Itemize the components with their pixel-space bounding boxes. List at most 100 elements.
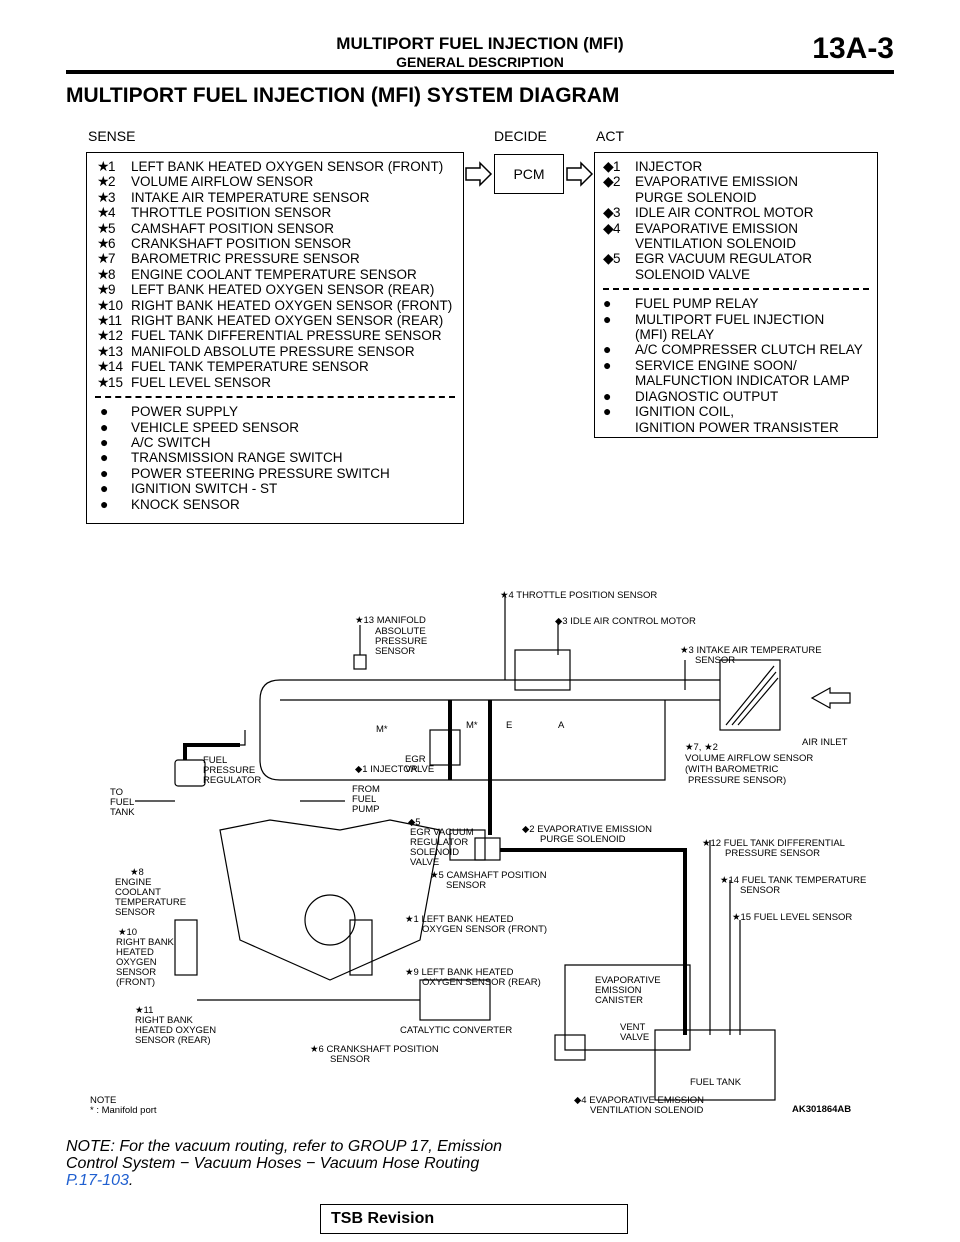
star-icon: ★ <box>97 281 110 298</box>
item-number: 3 <box>613 205 621 221</box>
label-vent-1: VENT <box>620 1022 646 1033</box>
item-label: VOLUME AIRFLOW SENSOR <box>131 174 314 190</box>
air-inlet-arrow <box>810 686 851 710</box>
label-rbf-5: SENSOR <box>116 967 156 978</box>
label-lbf-2: OXYGEN SENSOR (FRONT) <box>422 924 547 935</box>
diamond-icon: ◆ <box>603 204 614 221</box>
bullet-icon: ● <box>100 464 109 481</box>
label-egr-valve-1: EGR <box>405 754 426 765</box>
star-icon: ★ <box>97 219 110 236</box>
air-cleaner <box>719 659 781 731</box>
item-label: INTAKE AIR TEMPERATURE SENSOR <box>131 189 370 205</box>
label-ftt-1: ★14 FUEL TANK TEMPERATURE <box>720 875 866 886</box>
label-egr-sol-5: VALVE <box>410 857 439 868</box>
upper-plenum <box>259 679 666 781</box>
list-item: ●MULTIPORT FUEL INJECTION (MFI) RELAY <box>595 311 877 343</box>
label-rbf-4: OXYGEN <box>116 957 157 968</box>
diamond-icon: ◆ <box>603 158 614 174</box>
list-item: ●TRANSMISSION RANGE SWITCH <box>87 449 463 466</box>
star-icon: ★ <box>97 158 110 174</box>
label-purge-2: PURGE SOLENOID <box>540 834 626 845</box>
item-label: A/C SWITCH <box>131 434 211 450</box>
label-rbf-3: HEATED <box>116 947 154 958</box>
diamond-icon: ◆ <box>603 173 614 190</box>
label-lbf-1: ★1 LEFT BANK HEATED <box>405 914 514 925</box>
label-vaf-2: VOLUME AIRFLOW SENSOR <box>685 753 813 764</box>
item-label: FUEL TANK TEMPERATURE SENSOR <box>131 359 369 375</box>
item-number: 8 <box>108 266 116 282</box>
left-bank-exhaust-front <box>349 919 373 976</box>
item-number: 5 <box>613 251 621 267</box>
label-vaf-1: ★7, ★2 <box>685 742 718 753</box>
item-label: FUEL LEVEL SENSOR <box>131 374 272 390</box>
label-ckp-2: SENSOR <box>330 1054 370 1065</box>
item-label: VEHICLE SPEED SENSOR <box>131 419 300 435</box>
list-item: ●IGNITION COIL, IGNITION POWER TRANSISTE… <box>595 403 877 435</box>
label-to-tank-1: TO <box>110 787 123 798</box>
label-vent-sol-2: VENTILATION SOLENOID <box>590 1105 703 1116</box>
sense-to-pcm-arrow <box>465 161 493 187</box>
label-iat-2: SENSOR <box>695 655 735 666</box>
label-vent-sol-1: ◆4 EVAPORATIVE EMISSION <box>574 1095 704 1106</box>
item-label: MANIFOLD ABSOLUTE PRESSURE SENSOR <box>131 343 415 359</box>
act-header: ACT <box>596 128 624 144</box>
item-number: 4 <box>108 205 116 221</box>
item-label: SERVICE ENGINE SOON/ MALFUNCTION INDICAT… <box>635 357 850 389</box>
bullet-icon: ● <box>100 449 109 466</box>
act-divider <box>603 288 869 291</box>
item-number: 11 <box>108 313 123 329</box>
bullet-icon: ● <box>603 341 612 358</box>
label-rbr-3: HEATED OXYGEN <box>135 1025 216 1036</box>
crankshaft-pulley <box>304 894 356 946</box>
label-egr-sol-4: SOLENOID <box>410 847 459 858</box>
label-cmp-1: ★5 CAMSHAFT POSITION <box>430 870 547 881</box>
label-rbr-4: SENSOR (REAR) <box>135 1035 210 1046</box>
list-item: ●A/C COMPRESSER CLUTCH RELAY <box>595 341 877 358</box>
header-title: MULTIPORT FUEL INJECTION (MFI) <box>336 34 624 53</box>
item-number: 4 <box>613 220 621 236</box>
item-number: 3 <box>108 189 116 205</box>
item-label: INJECTOR <box>635 159 703 174</box>
page-number: 13A-3 <box>812 32 894 65</box>
label-ect-5: SENSOR <box>115 907 155 918</box>
label-purge-1: ◆2 EVAPORATIVE EMISSION <box>522 824 652 835</box>
list-item: ●VEHICLE SPEED SENSOR <box>87 419 463 435</box>
item-number: 10 <box>108 297 124 313</box>
star-icon: ★ <box>97 235 110 252</box>
list-item: ●POWER SUPPLY <box>87 403 463 419</box>
label-ect-3: COOLANT <box>115 887 161 898</box>
label-lbr-1: ★9 LEFT BANK HEATED <box>405 967 514 978</box>
bullet-icon: ● <box>603 403 612 420</box>
item-number: 13 <box>108 343 124 359</box>
label-port-e: E <box>506 720 512 731</box>
item-label: POWER STEERING PRESSURE SWITCH <box>131 465 390 481</box>
label-fpr-2: PRESSURE <box>203 765 255 776</box>
note-text: NOTE: For the vacuum routing, refer to G… <box>66 1138 502 1172</box>
fuel-regulator-hose <box>183 743 240 760</box>
item-label: CAMSHAFT POSITION SENSOR <box>131 220 335 236</box>
bullet-icon: ● <box>100 495 109 512</box>
list-item: ● POWER STEERING PRESSURE SWITCH <box>87 464 463 481</box>
label-egr-sol-3: REGULATOR <box>410 837 468 848</box>
label-ect-4: TEMPERATURE <box>115 897 186 908</box>
item-number: 7 <box>108 251 116 267</box>
routing-link[interactable]: P.17-103 <box>66 1172 129 1189</box>
label-map-1: ★13 MANIFOLD <box>355 615 426 626</box>
fuel-tank <box>654 1029 776 1101</box>
diamond-icon: ◆ <box>603 250 614 267</box>
system-diagram: ★4 THROTTLE POSITION SENSOR ◆3 IDLE AIR … <box>90 590 866 1116</box>
star-icon: ★ <box>97 204 110 221</box>
item-number: 14 <box>108 359 124 375</box>
